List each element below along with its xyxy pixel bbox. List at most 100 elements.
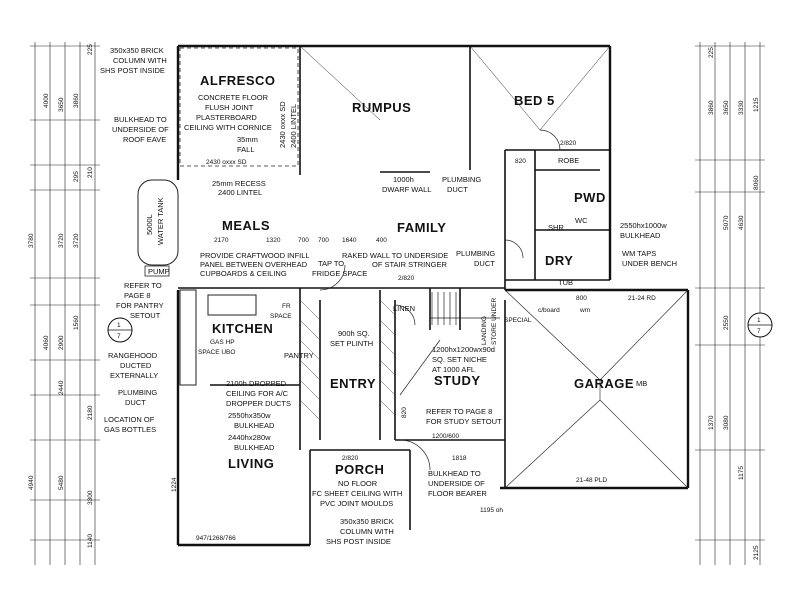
label-garage-pld: 21-48 PLD	[576, 477, 607, 484]
room-label-tub: TUB	[558, 278, 573, 287]
room-label-family: FAMILY	[397, 220, 446, 235]
svg-text:CEILING FOR A/C: CEILING FOR A/C	[226, 389, 289, 398]
svg-text:BULKHEAD TO: BULKHEAD TO	[428, 469, 481, 478]
note-raked-wall: RAKED WALL TO UNDERSIDE OF STAIR STRINGE…	[342, 251, 448, 269]
kitchen-island	[207, 294, 257, 316]
svg-text:DUCT: DUCT	[125, 398, 146, 407]
svg-text:PLUMBING: PLUMBING	[456, 249, 495, 258]
dim-label: 3720	[73, 233, 80, 248]
note-lintel: 25mm RECESS 2400 LINTEL 2430 oxxx SD 240…	[212, 101, 298, 197]
svg-text:2430 oxxx SD: 2430 oxxx SD	[206, 159, 247, 166]
note-gas-bottles: LOCATION OF GAS BOTTLES	[104, 415, 156, 434]
svg-text:LANDING: LANDING	[481, 316, 488, 345]
svg-text:2100h DROPPED: 2100h DROPPED	[226, 379, 287, 388]
label-dim-1224: 1224	[171, 477, 178, 492]
svg-text:FALL: FALL	[237, 145, 255, 154]
svg-text:SET PLINTH: SET PLINTH	[330, 339, 373, 348]
garage-roof-lines	[504, 289, 689, 489]
svg-text:1320: 1320	[266, 237, 281, 244]
svg-text:FC SHEET CEILING WITH: FC SHEET CEILING WITH	[312, 489, 402, 498]
svg-text:COLUMN WITH: COLUMN WITH	[113, 56, 167, 65]
svg-text:DUCTED: DUCTED	[120, 361, 152, 370]
note-water-tank: 5000L WATER TANK	[145, 197, 165, 245]
svg-text:SPACE UBO: SPACE UBO	[198, 349, 235, 356]
svg-text:ROOF EAVE: ROOF EAVE	[123, 135, 166, 144]
svg-text:2170: 2170	[214, 237, 229, 244]
alfresco-outline	[179, 47, 299, 167]
water-tank	[137, 179, 179, 266]
note-bulkhead-floor: BULKHEAD TO UNDERSIDE OF FLOOR BEARER	[428, 469, 487, 498]
svg-text:REFER TO: REFER TO	[124, 281, 162, 290]
roof-hip-lines	[299, 45, 611, 131]
note-bulkhead-2440: 2440hx280w BULKHEAD	[228, 433, 275, 452]
svg-text:350x350 BRICK: 350x350 BRICK	[340, 517, 394, 526]
dim-label: 225	[87, 44, 94, 55]
svg-text:SHS POST INSIDE: SHS POST INSIDE	[326, 537, 391, 546]
svg-text:FR: FR	[282, 303, 291, 310]
svg-text:700: 700	[318, 237, 329, 244]
svg-text:GAS BOTTLES: GAS BOTTLES	[104, 425, 156, 434]
svg-text:400: 400	[376, 237, 387, 244]
note-bulkhead-eave: BULKHEAD TO UNDERSIDE OF ROOF EAVE	[112, 115, 169, 144]
svg-text:STORE UNDER: STORE UNDER	[491, 298, 498, 345]
svg-text:2430 oxxx SD: 2430 oxxx SD	[278, 101, 287, 148]
dim-label: 4940	[28, 475, 35, 490]
svg-text:DUCT: DUCT	[474, 259, 495, 268]
note-alfresco: CONCRETE FLOOR FLUSH JOINT PLASTERBOARD …	[184, 93, 272, 166]
note-brick-column-top: 350x350 BRICK COLUMN WITH SHS POST INSID…	[100, 46, 167, 75]
staircase	[399, 292, 500, 396]
dim-label: 1215	[753, 97, 760, 112]
svg-text:2550hx1000w: 2550hx1000w	[620, 221, 667, 230]
dim-label: 2550	[723, 315, 730, 330]
note-study-ref: REFER TO PAGE 8 FOR STUDY SETOUT 1200/60…	[426, 407, 502, 440]
svg-text:BULKHEAD: BULKHEAD	[620, 231, 661, 240]
room-label-meals: MEALS	[222, 218, 270, 233]
dim-label: 295	[73, 171, 80, 182]
section-marker-right: 1 7	[747, 312, 773, 338]
room-label-pwd: PWD	[574, 190, 606, 205]
svg-text:PANEL BETWEEN OVERHEAD: PANEL BETWEEN OVERHEAD	[200, 260, 308, 269]
dim-label: 3650	[58, 97, 65, 112]
dim-label: 4000	[43, 93, 50, 108]
dimension-labels-left: 225 4000 3860 3650 210 295 3780 3720 372…	[28, 44, 94, 548]
svg-text:FOR PANTRY: FOR PANTRY	[116, 301, 164, 310]
dim-label: 5480	[58, 475, 65, 490]
svg-text:DUCT: DUCT	[447, 185, 468, 194]
svg-text:2550hx350w: 2550hx350w	[228, 411, 271, 420]
exterior-walls	[176, 44, 690, 547]
note-dropped-ceiling: 2100h DROPPED CEILING FOR A/C DROPPER DU…	[226, 379, 291, 408]
svg-text:WATER TANK: WATER TANK	[156, 197, 165, 245]
dim-label: 1140	[87, 534, 94, 548]
hatched-walls	[299, 299, 396, 421]
svg-text:SQ. SET NICHE: SQ. SET NICHE	[432, 355, 487, 364]
dim-label: 2440	[58, 380, 65, 395]
room-label-linen: LINEN	[393, 304, 415, 313]
dim-label: 3650	[723, 100, 730, 115]
dim-label: 3780	[28, 233, 35, 248]
dimension-labels-right: 225 3860 3650 3330 1215 8060 5070 4630 2…	[708, 47, 760, 560]
note-craftwood: PROVIDE CRAFTWOOD INFILL PANEL BETWEEN O…	[200, 251, 310, 278]
room-label-living: LIVING	[228, 456, 274, 471]
door-label: 2/820	[398, 275, 415, 282]
svg-text:1000h: 1000h	[393, 175, 414, 184]
room-label-robe: ROBE	[558, 156, 579, 165]
svg-text:PLASTERBOARD: PLASTERBOARD	[196, 113, 257, 122]
svg-text:35mm: 35mm	[237, 135, 258, 144]
svg-text:350x350 BRICK: 350x350 BRICK	[110, 46, 164, 55]
interior-walls	[178, 46, 610, 545]
svg-text:25mm RECESS: 25mm RECESS	[212, 179, 266, 188]
note-pantry-ref: REFER TO PAGE 8 FOR PANTRY SETOUT	[116, 281, 164, 320]
svg-text:SPACE: SPACE	[270, 313, 292, 320]
dim-label: 8060	[753, 175, 760, 190]
dim-label: 2900	[58, 335, 65, 350]
svg-text:BULKHEAD: BULKHEAD	[234, 421, 275, 430]
room-label-wc: WC	[575, 216, 588, 225]
note-bulkhead-2550: 2550hx350w BULKHEAD	[228, 411, 275, 430]
svg-text:FLUSH JOINT: FLUSH JOINT	[205, 103, 254, 112]
room-label-shr: SHR	[548, 223, 564, 232]
svg-text:BULKHEAD: BULKHEAD	[234, 443, 275, 452]
door-label: 2/820	[560, 140, 577, 147]
dim-label: 3080	[723, 415, 730, 430]
svg-text:OF STAIR STRINGER: OF STAIR STRINGER	[372, 260, 447, 269]
